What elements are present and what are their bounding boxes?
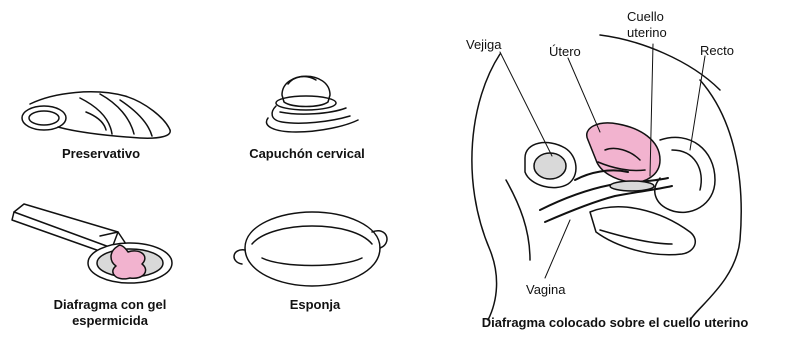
cervical-cap-illustration — [266, 76, 358, 132]
diaphragm-caption-line2: espermicida — [20, 313, 200, 329]
label-uterus: Útero — [549, 44, 581, 59]
label-rectum: Recto — [700, 43, 734, 58]
label-cervix-line2: uterino — [627, 25, 667, 40]
cap-caption: Capuchón cervical — [222, 146, 392, 162]
label-vagina: Vagina — [526, 282, 566, 297]
label-bladder: Vejiga — [466, 37, 501, 52]
cross-section-caption: Diafragma colocado sobre el cuello uteri… — [420, 315, 810, 330]
label-cervix-line1: Cuello — [627, 9, 664, 24]
sponge-illustration — [234, 212, 387, 286]
pelvic-cross-section-illustration — [472, 35, 741, 320]
diaphragm-caption-line1: Diafragma con gel — [20, 297, 200, 313]
sponge-caption: Esponja — [270, 297, 360, 313]
diaphragm-gel-illustration — [12, 204, 172, 283]
condom-illustration — [22, 92, 170, 138]
condom-caption: Preservativo — [36, 146, 166, 162]
